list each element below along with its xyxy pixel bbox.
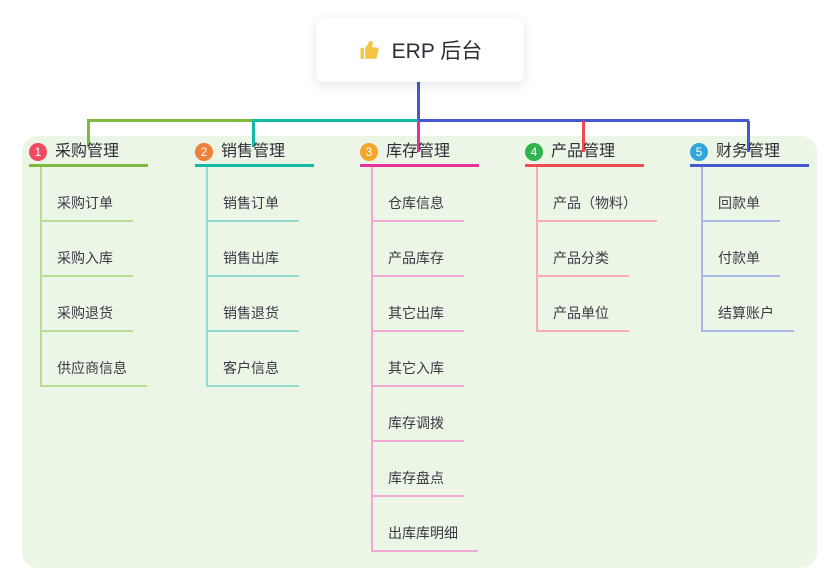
branch-node-finance[interactable]: 5 财务管理 <box>690 143 809 167</box>
branch-drop-4 <box>582 121 585 152</box>
trunk-segment-green <box>87 119 254 122</box>
trunk-segment-blue <box>418 119 749 122</box>
branch-drop-5 <box>747 121 750 152</box>
branch-badge-5: 5 <box>690 143 708 161</box>
branch-label: 库存管理 <box>386 143 451 160</box>
branch-node-procurement[interactable]: 1 采购管理 <box>29 143 148 167</box>
child-node[interactable]: 采购退货 <box>42 303 133 332</box>
branch-children: 回款单 付款单 结算账户 <box>701 167 809 332</box>
child-node[interactable]: 结算账户 <box>703 303 794 332</box>
branch-children: 仓库信息 产品库存 其它出库 其它入库 库存调拨 库存盘点 出库库明细 <box>371 167 479 552</box>
child-node[interactable]: 库存盘点 <box>373 468 464 497</box>
branch-inventory: 3 库存管理 仓库信息 产品库存 其它出库 其它入库 库存调拨 库存盘点 出库库… <box>360 143 479 552</box>
child-node[interactable]: 供应商信息 <box>42 358 147 387</box>
child-node[interactable]: 销售订单 <box>208 193 299 222</box>
branch-badge-4: 4 <box>525 143 543 161</box>
child-node[interactable]: 库存调拨 <box>373 413 464 442</box>
branch-children: 产品（物料） 产品分类 产品单位 <box>536 167 657 332</box>
thumbs-up-icon <box>360 40 379 59</box>
child-node[interactable]: 产品库存 <box>373 248 464 277</box>
child-node[interactable]: 仓库信息 <box>373 193 464 222</box>
child-node[interactable]: 产品（物料） <box>538 193 657 222</box>
trunk-segment-teal <box>252 119 418 122</box>
branch-product: 4 产品管理 产品（物料） 产品分类 产品单位 <box>525 143 657 332</box>
child-node[interactable]: 采购入库 <box>42 248 133 277</box>
child-node[interactable]: 产品单位 <box>538 303 629 332</box>
child-node[interactable]: 其它出库 <box>373 303 464 332</box>
child-node[interactable]: 采购订单 <box>42 193 133 222</box>
child-node[interactable]: 回款单 <box>703 193 780 222</box>
child-node[interactable]: 客户信息 <box>208 358 299 387</box>
root-node[interactable]: ERP 后台 <box>316 18 524 82</box>
child-node[interactable]: 产品分类 <box>538 248 629 277</box>
branch-label: 销售管理 <box>221 143 286 160</box>
branch-node-sales[interactable]: 2 销售管理 <box>195 143 314 167</box>
branch-badge-2: 2 <box>195 143 213 161</box>
root-drop-line <box>417 82 420 121</box>
branch-node-product[interactable]: 4 产品管理 <box>525 143 644 167</box>
branch-badge-3: 3 <box>360 143 378 161</box>
child-node[interactable]: 销售出库 <box>208 248 299 277</box>
branch-drop-1 <box>87 121 90 147</box>
branch-children: 采购订单 采购入库 采购退货 供应商信息 <box>40 167 148 387</box>
branch-procurement: 1 采购管理 采购订单 采购入库 采购退货 供应商信息 <box>29 143 148 387</box>
child-node[interactable]: 销售退货 <box>208 303 299 332</box>
branch-drop-2 <box>252 121 255 147</box>
branch-label: 财务管理 <box>716 143 781 160</box>
branch-label: 采购管理 <box>55 143 120 160</box>
branch-finance: 5 财务管理 回款单 付款单 结算账户 <box>690 143 809 332</box>
branch-sales: 2 销售管理 销售订单 销售出库 销售退货 客户信息 <box>195 143 314 387</box>
root-label: ERP 后台 <box>391 40 483 63</box>
child-node[interactable]: 其它入库 <box>373 358 464 387</box>
branch-label: 产品管理 <box>551 143 616 160</box>
child-node[interactable]: 出库库明细 <box>373 523 478 552</box>
child-node[interactable]: 付款单 <box>703 248 780 277</box>
branch-badge-1: 1 <box>29 143 47 161</box>
branch-children: 销售订单 销售出库 销售退货 客户信息 <box>206 167 314 387</box>
branch-node-inventory[interactable]: 3 库存管理 <box>360 143 479 167</box>
branch-drop-3 <box>417 121 420 152</box>
